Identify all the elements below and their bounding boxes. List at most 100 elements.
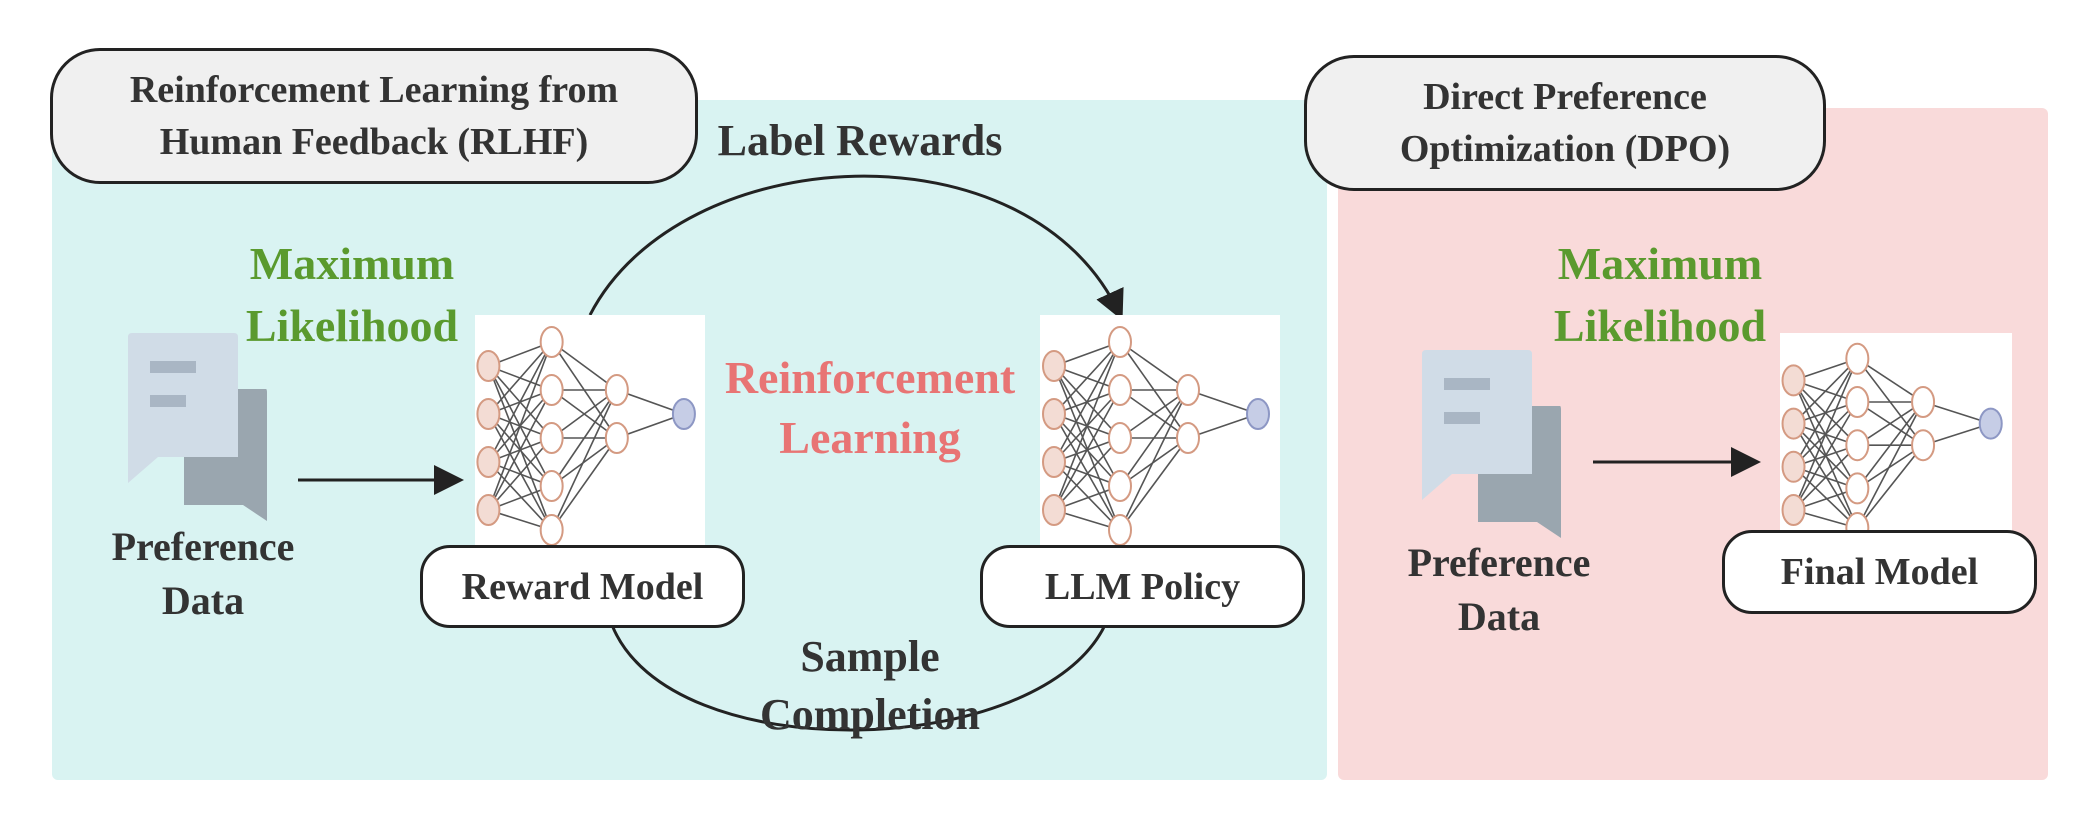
network-edge — [1053, 413, 1121, 531]
network-edge — [1053, 341, 1121, 415]
label-rewards: Label Rewards — [717, 116, 1003, 165]
reinforcement-learning-label: Reinforcement Learning — [700, 348, 1040, 468]
dpo-title-line2: Optimization (DPO) — [1399, 128, 1731, 170]
network-edge — [1792, 444, 1858, 511]
neural-network-icon — [1042, 326, 1270, 546]
reward-model-network — [475, 315, 705, 546]
network-node — [539, 470, 564, 502]
neural-network-icon — [476, 326, 696, 546]
network-node — [1176, 422, 1200, 454]
network-edge — [487, 437, 553, 511]
network-edge — [1856, 401, 1924, 489]
network-edge — [1053, 365, 1121, 531]
network-node — [1845, 342, 1870, 375]
sample-completion-arc — [610, 624, 1107, 732]
rlhf-title-line2: Human Feedback (RLHF) — [159, 121, 589, 163]
network-edge — [1053, 437, 1121, 511]
network-node — [1042, 398, 1066, 430]
network-node — [1845, 472, 1870, 505]
network-edge — [1856, 401, 1924, 529]
network-node — [1781, 407, 1806, 440]
network-edge — [1856, 444, 1924, 490]
rl-line2: Learning — [779, 412, 961, 463]
dpo-title: Direct Preference Optimization (DPO) — [1304, 55, 1826, 191]
network-node — [1108, 326, 1132, 358]
network-node — [476, 494, 501, 526]
network-edge — [1792, 380, 1859, 529]
network-node — [1911, 386, 1936, 418]
neural-network-icon — [1781, 342, 2003, 544]
sample-line1: Sample — [800, 632, 940, 681]
network-edge — [551, 341, 618, 391]
rlhf-preference-data: Preference Data — [88, 520, 318, 628]
network-edge — [1187, 413, 1259, 439]
network-edge — [487, 341, 553, 511]
final-model-network — [1780, 333, 2012, 544]
network-edge — [1187, 389, 1259, 415]
dpo-preference-line2: Data — [1457, 594, 1541, 639]
network-node — [1108, 422, 1132, 454]
network-edge — [1792, 358, 1859, 468]
network-edge — [487, 389, 553, 511]
network-edge — [1053, 341, 1121, 463]
network-node — [1108, 514, 1132, 546]
network-edge — [1053, 341, 1121, 511]
network-node — [1781, 450, 1806, 483]
network-edge — [1856, 401, 1924, 446]
network-node — [1911, 429, 1936, 462]
network-node — [539, 326, 564, 358]
network-node — [1042, 446, 1066, 478]
network-edge — [1119, 437, 1189, 531]
sample-line2: Completion — [760, 690, 980, 739]
network-node — [1845, 429, 1870, 462]
rlhf-title-line1: Reinforcement Learning from — [129, 69, 619, 111]
network-node — [539, 422, 564, 454]
network-edge — [551, 389, 618, 487]
network-edge — [487, 341, 553, 463]
dpo-title-line1: Direct Preference — [1423, 76, 1707, 118]
network-node — [1978, 407, 2003, 440]
network-node — [1781, 494, 1806, 526]
rlhf-preference-line1: Preference — [111, 524, 295, 569]
network-edge — [1792, 401, 1859, 511]
network-edge — [1119, 389, 1189, 531]
network-node — [1781, 364, 1806, 397]
network-node — [476, 398, 501, 430]
network-edge — [1053, 389, 1121, 511]
dpo-max-likelihood-line1: Maximum — [1557, 238, 1763, 289]
network-edge — [1792, 466, 1858, 529]
network-node — [1042, 350, 1066, 382]
network-node — [604, 422, 629, 454]
reward-model-box: Reward Model — [420, 545, 745, 628]
dpo-preference-line1: Preference — [1407, 540, 1591, 585]
network-node — [604, 374, 629, 406]
rlhf-preference-line2: Data — [161, 578, 245, 623]
network-edge — [1792, 358, 1859, 511]
label-rewards-arc — [588, 174, 1124, 321]
dpo-max-likelihood-line2: Likelihood — [1553, 300, 1767, 351]
network-edge — [1792, 358, 1858, 425]
network-edge — [1856, 444, 1924, 529]
network-edge — [1119, 389, 1189, 439]
network-edge — [1119, 389, 1189, 487]
dpo-max-likelihood: Maximum Likelihood — [1530, 233, 1790, 357]
network-edge — [1119, 437, 1189, 487]
network-node — [1108, 470, 1132, 502]
network-edge — [487, 461, 553, 531]
network-node — [1246, 398, 1270, 430]
rlhf-title: Reinforcement Learning from Human Feedba… — [50, 48, 698, 184]
network-node — [476, 446, 501, 478]
network-node — [539, 374, 564, 406]
rl-line1: Reinforcement — [724, 352, 1016, 403]
network-edge — [551, 437, 618, 487]
network-edge — [550, 389, 618, 531]
network-node — [476, 350, 501, 382]
network-node — [1845, 386, 1870, 418]
network-node — [1176, 374, 1200, 406]
network-edge — [1053, 461, 1121, 531]
network-edge — [1856, 358, 1924, 403]
network-node — [1042, 494, 1066, 526]
network-edge — [487, 413, 553, 531]
dpo-preference-data: Preference Data — [1384, 536, 1614, 644]
